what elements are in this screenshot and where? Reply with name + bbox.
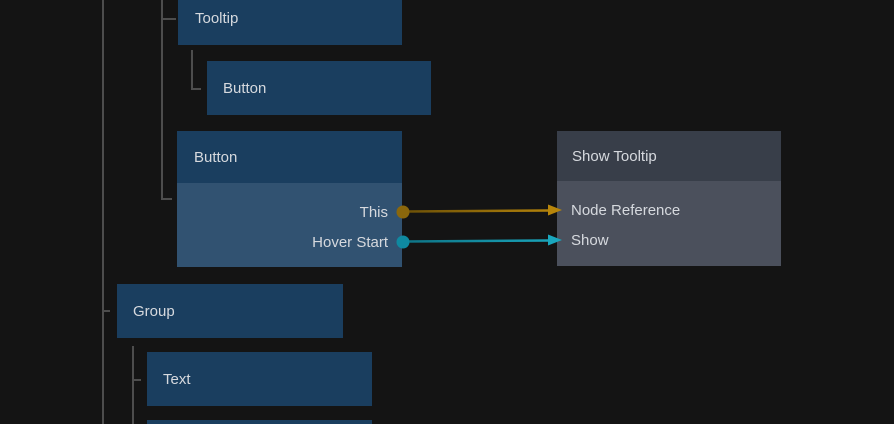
node-output-ports: This Hover Start — [177, 183, 402, 267]
tree-node-text[interactable]: Text — [147, 352, 372, 406]
node-header[interactable]: Button — [177, 131, 402, 183]
tree-node-button-child[interactable]: Button — [207, 61, 431, 115]
node-label: Text — [163, 370, 191, 388]
input-port-label: Show — [571, 231, 609, 249]
output-port-row-hover-start[interactable]: Hover Start — [177, 227, 402, 257]
tree-node-partial[interactable] — [147, 420, 372, 424]
input-port-row-show[interactable]: Show — [557, 225, 781, 255]
node-label: Tooltip — [195, 9, 239, 27]
tree-node-tooltip[interactable]: Tooltip — [178, 0, 402, 45]
wire-hover-start-to-show[interactable] — [404, 239, 550, 243]
tree-line-button-child-branch — [191, 50, 201, 90]
output-port-row-this[interactable]: This — [177, 197, 402, 227]
tree-line-tooltip-branch — [161, 0, 172, 200]
node-header[interactable]: Show Tooltip — [557, 131, 781, 181]
node-label: Group — [133, 302, 175, 320]
tree-node-button[interactable]: Button This Hover Start — [177, 131, 402, 267]
node-label: Button — [223, 79, 267, 97]
input-port-label: Node Reference — [571, 201, 681, 219]
node-input-ports: Node Reference Show — [557, 181, 781, 266]
input-port-row-node-reference[interactable]: Node Reference — [557, 195, 781, 225]
tree-node-group[interactable]: Group — [117, 284, 343, 338]
node-label: Button — [194, 148, 238, 166]
node-title: Show Tooltip — [572, 147, 657, 165]
output-port-label: This — [359, 203, 388, 221]
output-port-label: Hover Start — [312, 233, 388, 251]
action-node-show-tooltip[interactable]: Show Tooltip Node Reference Show — [557, 131, 781, 266]
wire-this-to-node-reference[interactable] — [404, 209, 550, 213]
